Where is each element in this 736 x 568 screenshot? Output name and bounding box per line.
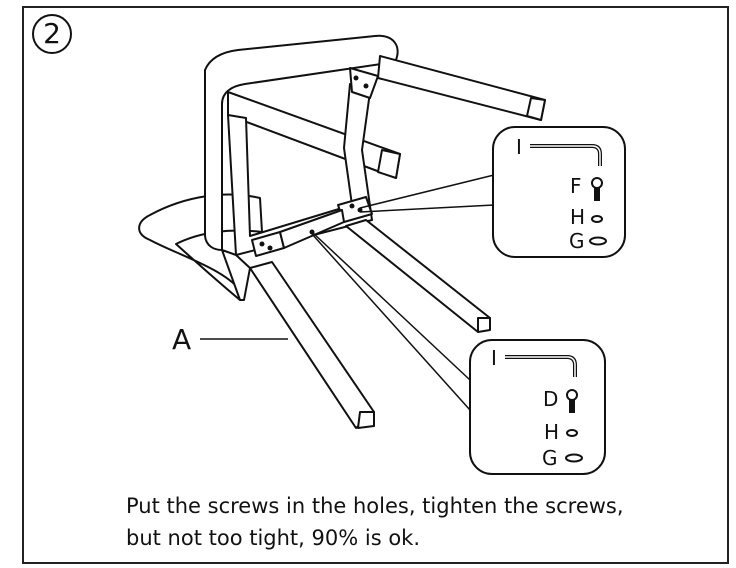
screw-icon <box>591 177 603 189</box>
instructions-text: Put the screws in the holes, tighten the… <box>126 490 716 554</box>
instructions-line-1: Put the screws in the holes, tighten the… <box>126 494 624 518</box>
back-leg-right <box>377 55 546 121</box>
callout-top-tool-label: I <box>516 135 522 159</box>
step-frame <box>22 6 729 564</box>
front-leg-right <box>345 219 491 333</box>
front-leg-left <box>249 261 375 429</box>
callout-bottom-screw-label: D <box>543 387 558 411</box>
callout-top-washer-small-label: H <box>570 205 585 229</box>
side-rail <box>221 249 251 301</box>
front-leg-right-end <box>477 317 491 333</box>
corner-brace-top <box>349 67 379 99</box>
callout-bottom <box>469 339 606 475</box>
callout-top-screw-label: F <box>570 174 582 198</box>
screw-icon <box>566 389 578 401</box>
callout-bottom-washer-large-label: G <box>542 446 558 470</box>
part-a-label: A <box>172 323 191 356</box>
step-number-badge: 2 <box>32 14 72 54</box>
callout-bottom-tool-label: I <box>491 346 497 370</box>
washer-small-icon <box>591 215 603 223</box>
washer-small-icon <box>566 429 578 437</box>
front-leg-left-end <box>357 411 375 429</box>
back-leg-left <box>227 91 401 179</box>
callout-bottom-washer-small-label: H <box>544 420 559 444</box>
callout-top-washer-large-label: G <box>569 229 585 253</box>
back-leg-left-end <box>377 149 401 179</box>
callout-top <box>492 126 626 258</box>
instructions-line-2: but not too tight, 90% is ok. <box>126 526 420 550</box>
washer-large-icon <box>565 453 583 463</box>
back-leg-right-end <box>526 97 546 121</box>
backrest-rail <box>204 34 399 251</box>
washer-large-icon <box>589 236 607 246</box>
cross-rail <box>279 209 345 249</box>
